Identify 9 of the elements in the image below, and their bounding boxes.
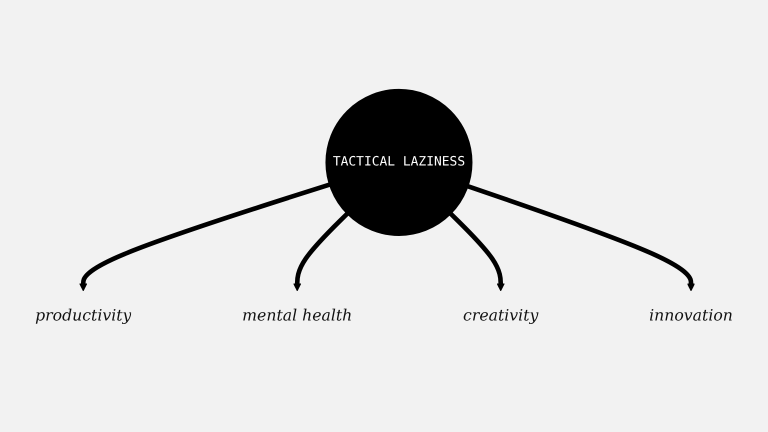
arrow [467, 184, 696, 292]
arrow [79, 182, 330, 292]
node-text: mental health [242, 306, 352, 326]
arrow [449, 212, 505, 292]
node-circle: TACTICAL LAZINESS [325, 89, 472, 236]
node-text: creativity [463, 306, 538, 326]
node-text: innovation [649, 306, 733, 326]
node-text: productivity [35, 306, 132, 326]
arrow [293, 212, 349, 292]
